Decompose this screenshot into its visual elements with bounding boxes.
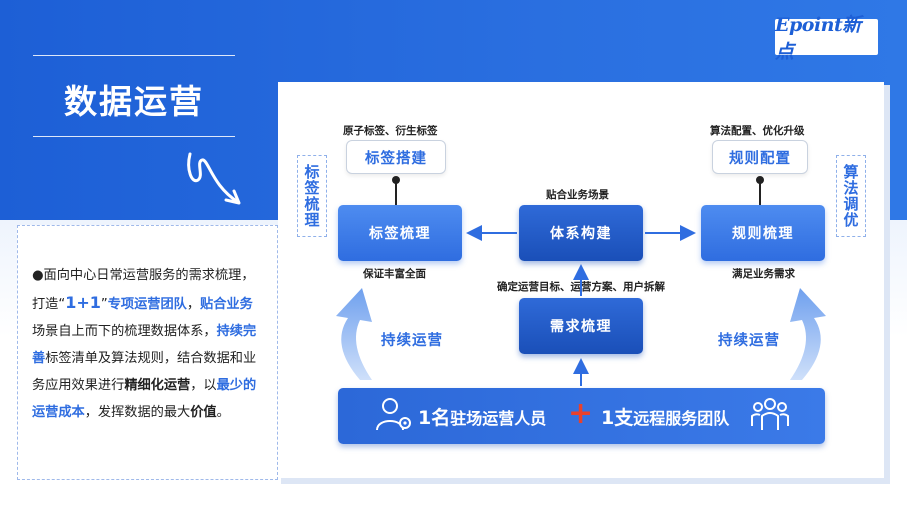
description-text: ●面向中心日常运营服务的需求梳理，打造“1+1”专项运营团队，贴合业务场景自上而…	[32, 268, 257, 420]
persist-arrow-left	[336, 288, 372, 380]
label-persist-left: 持续运营	[381, 333, 443, 349]
caption-business-needs: 满足业务需求	[732, 268, 795, 280]
connector-dot-left	[392, 176, 400, 184]
page-title: 数据运营	[64, 82, 204, 121]
caption-algorithm-config: 算法配置、优化升级	[710, 125, 805, 137]
box-rule-config: 规则配置	[712, 140, 808, 174]
connector-dot-right	[756, 176, 764, 184]
swoosh-arrow-icon	[187, 152, 241, 205]
connector-stem-right	[759, 183, 761, 205]
side-label-tag-sort: 标签梳理	[297, 155, 327, 237]
title-rule-top	[33, 55, 235, 56]
team-group-icon	[751, 398, 789, 430]
logo-text: Epoint新点	[775, 14, 861, 63]
node-system-build: 体系构建	[519, 205, 643, 261]
bottom-team-bar	[338, 388, 825, 444]
description-card	[17, 225, 278, 480]
caption-rich-complete: 保证丰富全面	[363, 268, 426, 280]
plus-sign: +	[568, 396, 594, 431]
caption-business-fit: 贴合业务场景	[546, 189, 609, 201]
node-tag-sort: 标签梳理	[338, 205, 462, 261]
person-gear-icon	[376, 398, 411, 431]
node-demand-sort: 需求梳理	[519, 298, 643, 354]
label-persist-right: 持续运营	[718, 333, 780, 349]
epoint-logo: Epoint新点	[775, 14, 878, 63]
title-rule-bottom	[33, 136, 235, 137]
bar-left-text: 1名驻场运营人员	[418, 407, 547, 429]
side-label-algorithm-tuning-text: 算法调优	[841, 164, 860, 228]
connector-stem-left	[395, 183, 397, 205]
node-rule-sort: 规则梳理	[701, 205, 825, 261]
bar-right-text: 1支远程服务团队	[601, 407, 730, 429]
persist-arrow-right	[790, 288, 826, 380]
side-label-tag-sort-text: 标签梳理	[302, 164, 321, 228]
side-label-algorithm-tuning: 算法调优	[836, 155, 866, 237]
caption-atomic-tags: 原子标签、衍生标签	[343, 125, 438, 137]
box-tag-building: 标签搭建	[346, 140, 446, 174]
